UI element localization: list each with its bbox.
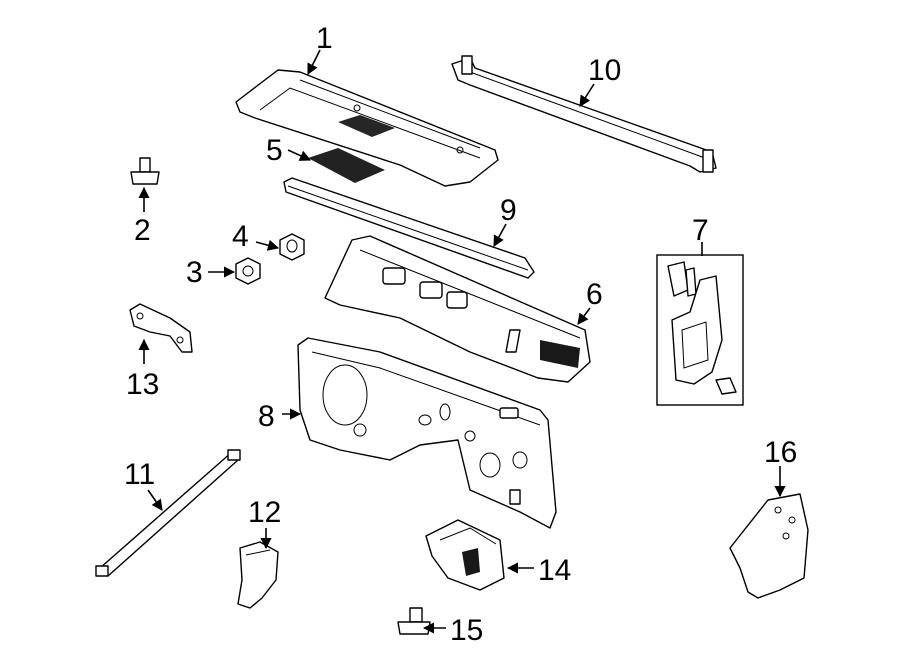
callout-4: 4 bbox=[232, 220, 249, 253]
part-1-cowl-panel bbox=[235, 69, 499, 187]
callout-9: 9 bbox=[500, 194, 517, 227]
callout-11: 11 bbox=[124, 458, 155, 491]
part-15-bolt bbox=[397, 607, 431, 635]
part-11-cable bbox=[95, 449, 241, 577]
callout-16: 16 bbox=[764, 436, 797, 469]
callout-13: 13 bbox=[126, 368, 159, 401]
part-6-dash-upper bbox=[324, 235, 591, 383]
part-8-dash-panel bbox=[297, 337, 557, 529]
part-7-bracket-kit bbox=[656, 254, 744, 406]
callout-5: 5 bbox=[266, 134, 283, 167]
part-12-cover bbox=[237, 541, 279, 609]
callout-2: 2 bbox=[134, 214, 151, 247]
part-2-bolt bbox=[130, 157, 160, 185]
leader-6 bbox=[577, 307, 591, 325]
callout-15: 15 bbox=[450, 614, 483, 647]
leader-9 bbox=[493, 223, 507, 247]
callout-3: 3 bbox=[186, 256, 203, 289]
callout-6: 6 bbox=[586, 278, 603, 311]
part-4-nut bbox=[279, 233, 305, 261]
callout-1: 1 bbox=[316, 22, 333, 55]
part-10-rail bbox=[451, 55, 717, 173]
callout-12: 12 bbox=[248, 496, 281, 529]
leader-1 bbox=[307, 49, 321, 76]
callout-8: 8 bbox=[258, 400, 275, 433]
leader-10 bbox=[579, 83, 595, 107]
part-16-cover bbox=[729, 493, 809, 599]
leader-4 bbox=[255, 239, 280, 251]
part-5-grille bbox=[308, 148, 385, 183]
leader-11 bbox=[147, 489, 163, 511]
part-14-bracket-assembly bbox=[425, 519, 505, 591]
callout-14: 14 bbox=[538, 554, 571, 587]
leader-5 bbox=[287, 149, 312, 161]
part-13-bracket bbox=[129, 303, 193, 353]
callout-7: 7 bbox=[692, 214, 709, 247]
part-3-nut bbox=[235, 257, 261, 285]
part-9-seal bbox=[283, 177, 535, 279]
callout-10: 10 bbox=[588, 54, 621, 87]
